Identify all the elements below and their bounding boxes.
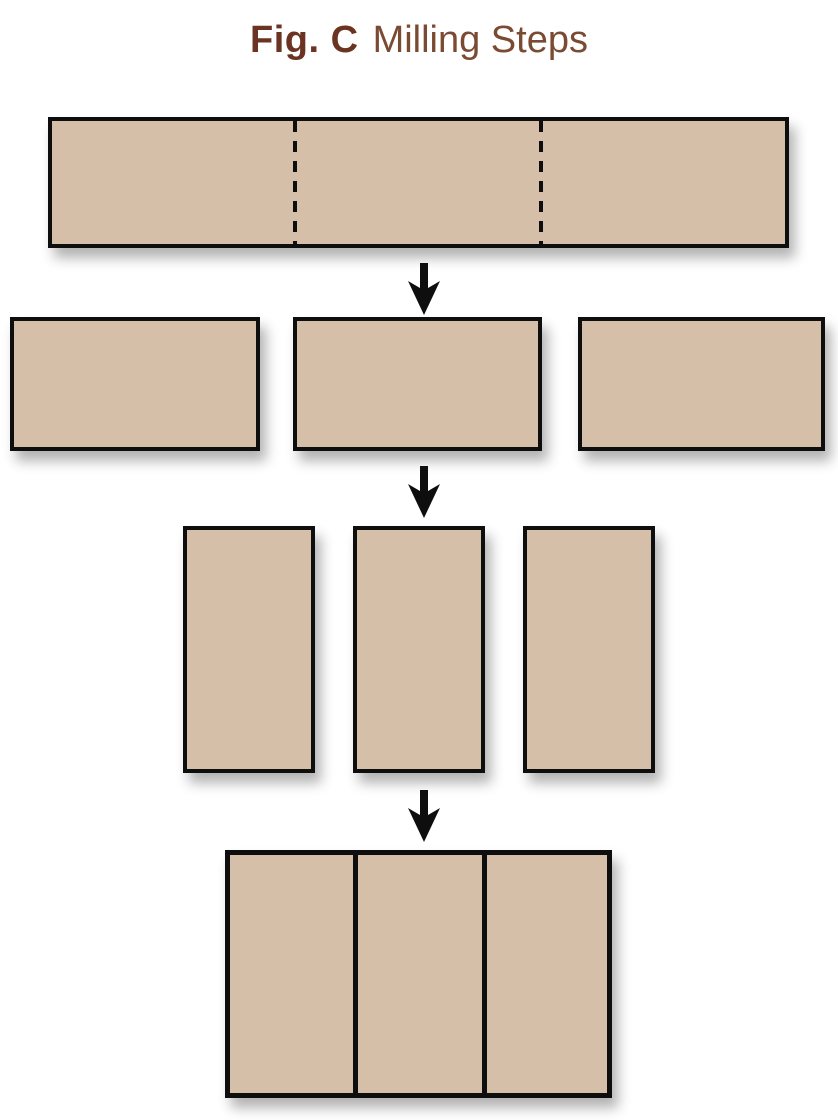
dashed-cut-line — [293, 121, 297, 244]
dashed-cut-line — [539, 121, 543, 244]
stage3-board-right — [523, 526, 655, 773]
figure-caption: Milling Steps — [372, 19, 588, 61]
stage2-board-middle — [293, 317, 542, 451]
down-arrow-icon — [408, 790, 440, 842]
stage2-board-right — [578, 317, 825, 451]
figure-title: Fig. C Milling Steps — [0, 16, 838, 64]
figure-label: Fig. C — [250, 19, 359, 61]
stage3-board-left — [183, 526, 315, 773]
stage3-board-middle — [353, 526, 485, 773]
glue-seam-line — [353, 855, 358, 1093]
stage1-board-with-dashed-cut-lines — [48, 117, 789, 248]
glue-seam-line — [482, 855, 487, 1093]
down-arrow-icon — [408, 263, 440, 315]
down-arrow-icon — [408, 466, 440, 518]
stage2-board-left — [10, 317, 260, 451]
stage4-joined-panel — [225, 850, 612, 1098]
